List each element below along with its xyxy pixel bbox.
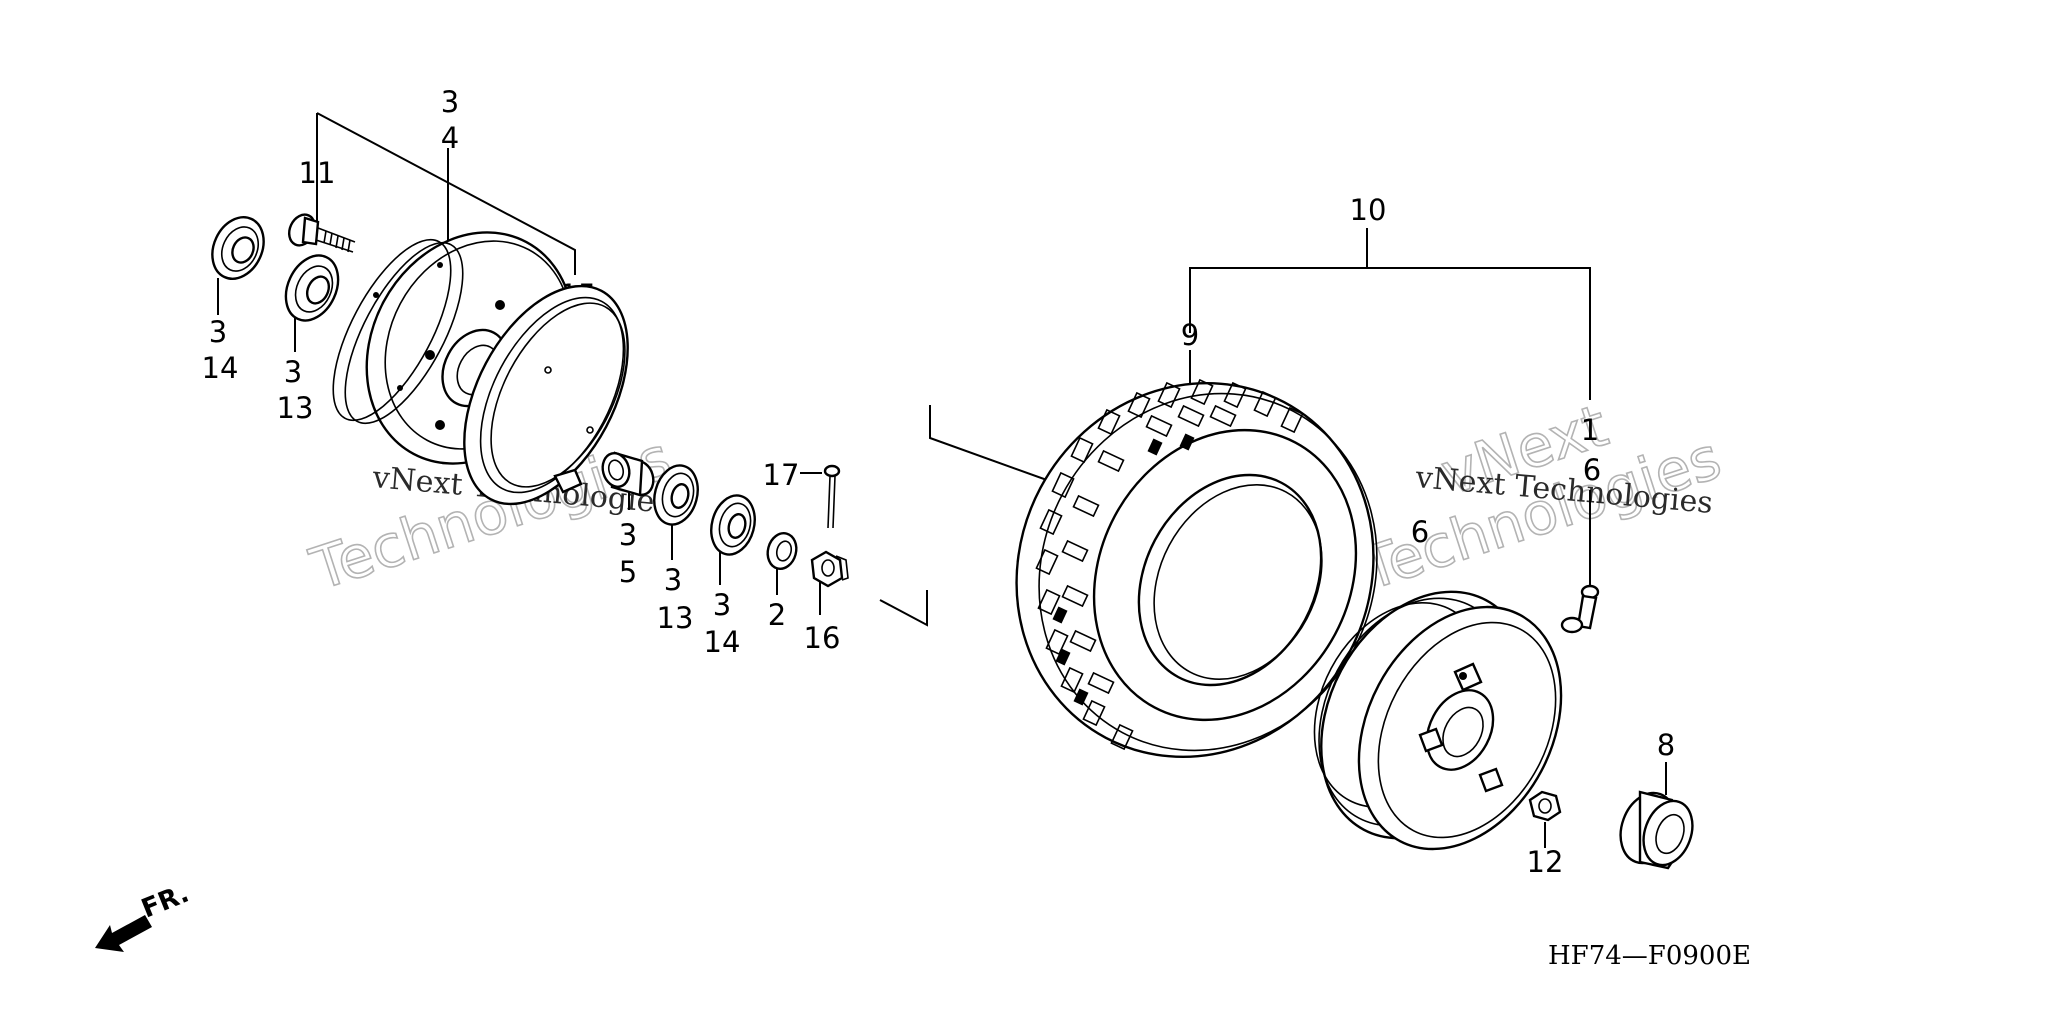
small-collar [766, 532, 798, 570]
callout-8: 8 [1657, 728, 1675, 762]
callout-3-5-b: 5 [619, 555, 637, 589]
front-arrow-icon: FR. [95, 879, 193, 952]
bearing-mid-outer [710, 494, 756, 556]
castle-nut [810, 550, 849, 588]
callout-2: 2 [768, 598, 786, 632]
wheel-nut [1528, 790, 1562, 822]
tire [1015, 378, 1378, 758]
callout-3-13-mid-a: 3 [664, 563, 682, 597]
diagram-code: HF74—F0900E [1548, 941, 1751, 971]
brake-ring [463, 284, 629, 506]
hub-bolt [287, 213, 356, 253]
callout-3-13-left-a: 3 [284, 355, 302, 389]
callout-3-5-a: 3 [619, 518, 637, 552]
callout-16: 16 [804, 621, 841, 655]
spacer-collar [601, 451, 655, 497]
callout-1-6-b: 6 [1583, 453, 1601, 487]
bearing-left-inner [284, 254, 340, 322]
cotter-pin [823, 464, 841, 529]
tire-valve [1560, 584, 1600, 634]
watermark-right: vNext Technologies vNext Technologies [1352, 390, 1730, 604]
front-label: FR. [137, 879, 193, 925]
callout-3-14-left-a: 3 [209, 315, 227, 349]
bearing-mid-inner [653, 464, 699, 526]
callout-17: 17 [763, 458, 800, 492]
callout-3-4-a: 3 [441, 85, 459, 119]
callout-1-6-a: 1 [1581, 413, 1599, 447]
callout-3-4-b: 4 [441, 121, 459, 155]
callout-3-13-mid-b: 13 [657, 601, 694, 635]
wheel-rim [1313, 590, 1563, 851]
callout-3-14-mid-b: 14 [704, 625, 741, 659]
hub-cap [1619, 790, 1694, 870]
leader-lines [217, 112, 1667, 848]
callout-11: 11 [299, 156, 336, 190]
callout-3-14-left-b: 14 [202, 351, 239, 385]
callout-3-14-mid-a: 3 [713, 588, 731, 622]
callout-6: 6 [1411, 515, 1429, 549]
callout-3-13-left-b: 13 [277, 391, 314, 425]
callout-12: 12 [1527, 845, 1564, 879]
callout-9: 9 [1181, 318, 1199, 352]
bearing-left [211, 216, 265, 280]
callout-10: 10 [1350, 193, 1387, 227]
